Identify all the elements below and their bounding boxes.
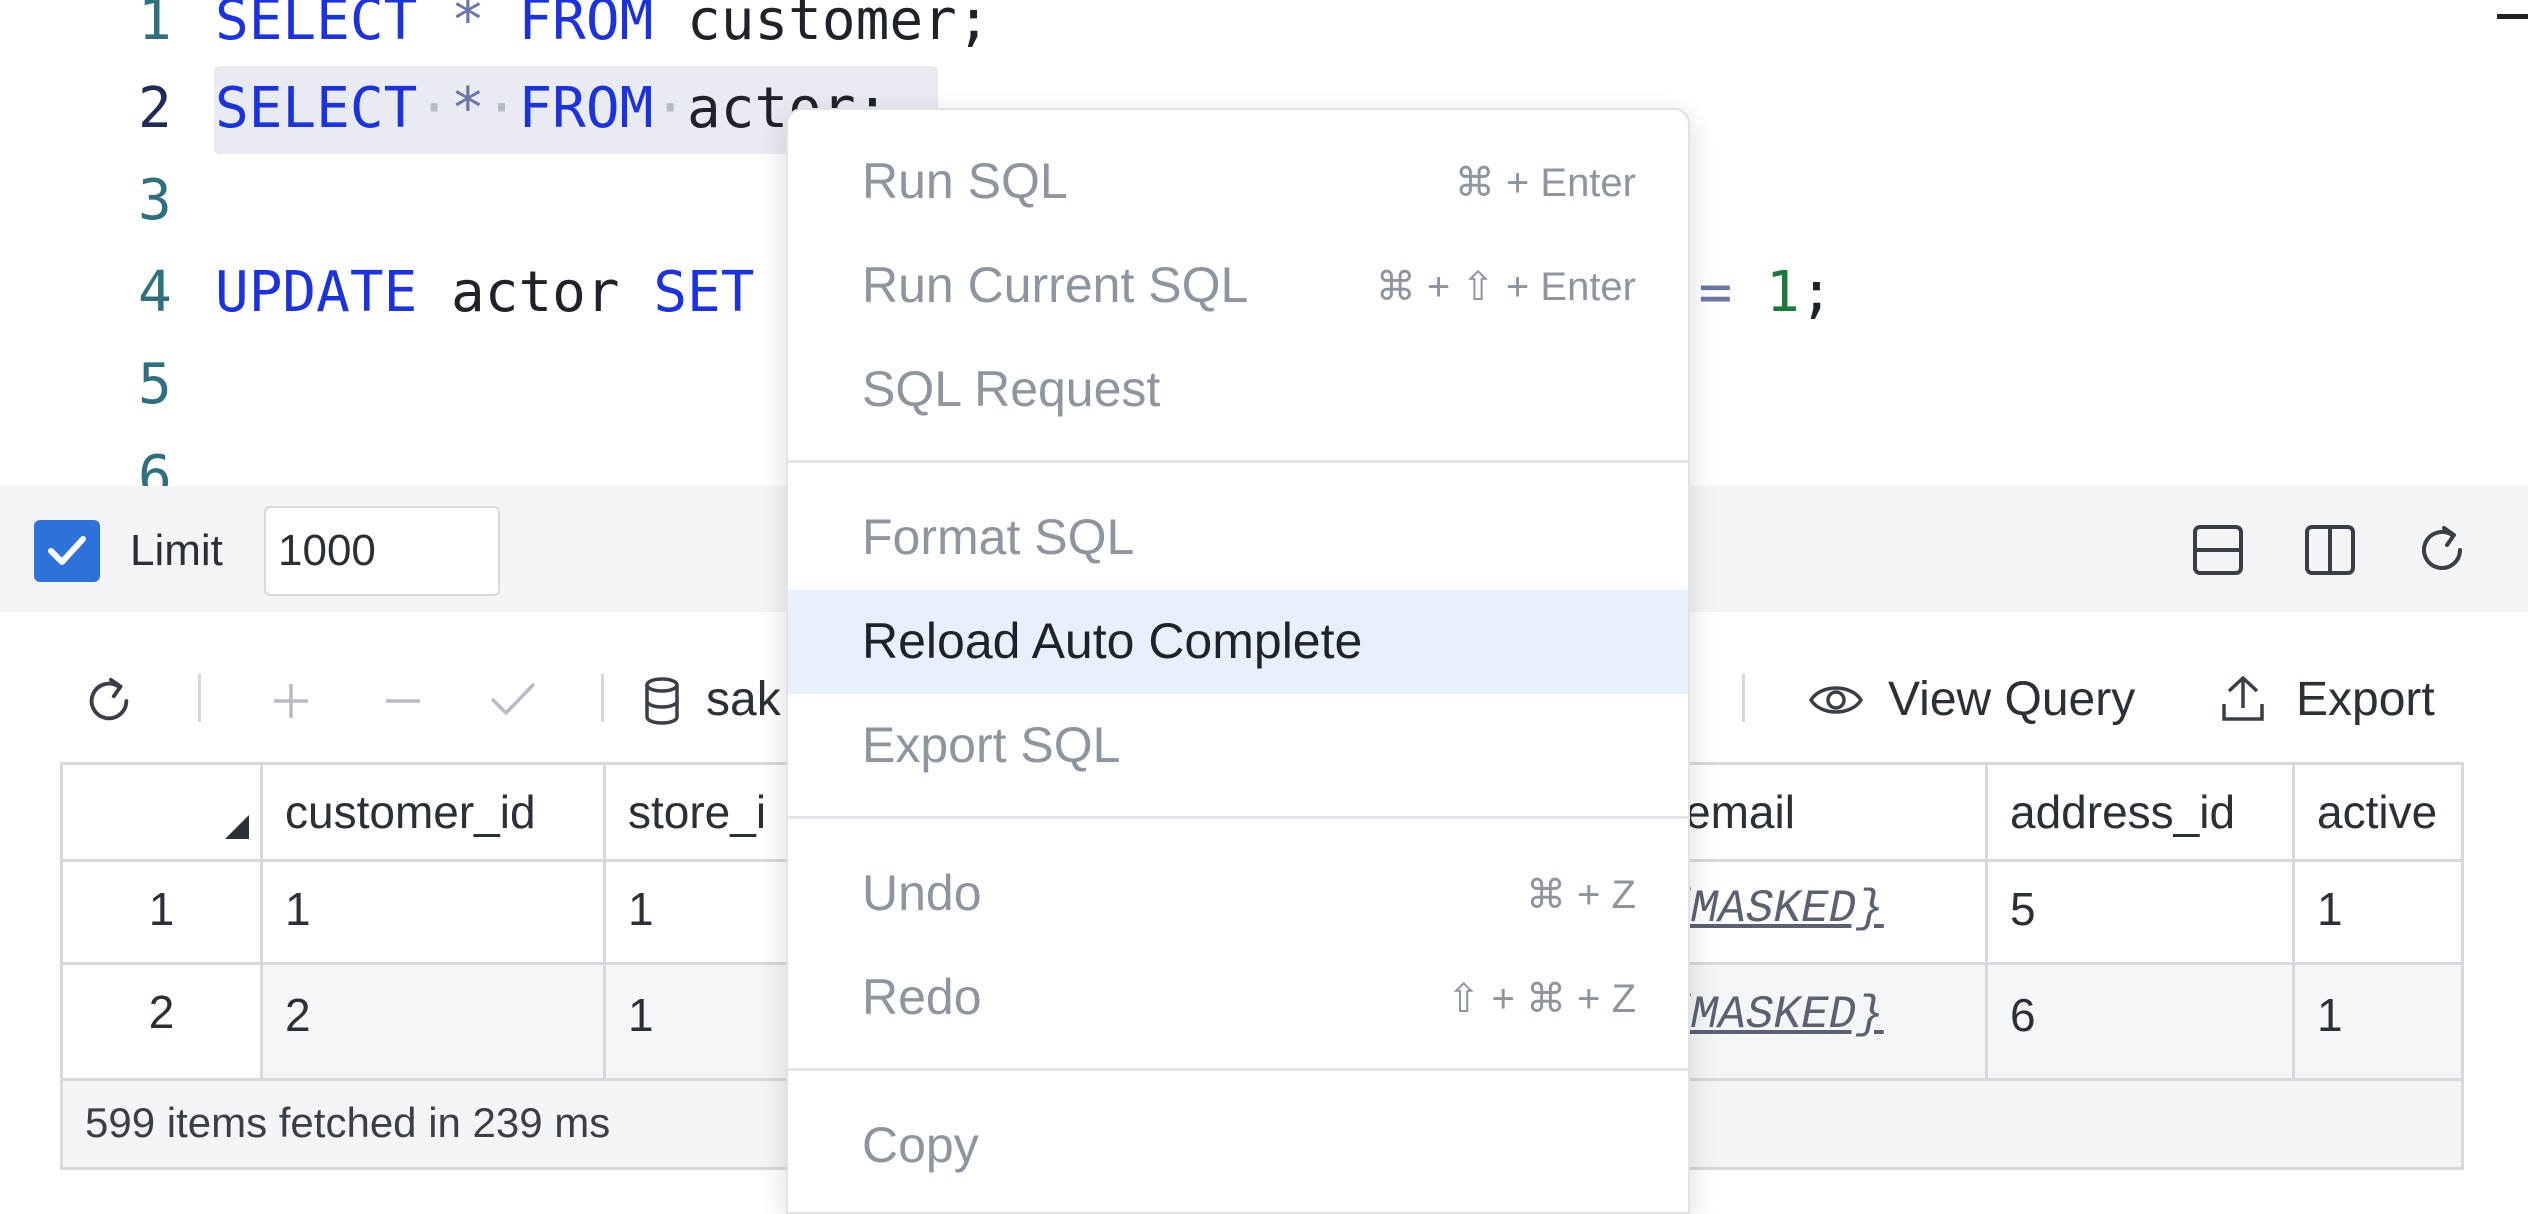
sort-corner-icon	[225, 815, 249, 839]
menu-divider	[788, 460, 1688, 463]
table-cell[interactable]: 2	[263, 965, 606, 1081]
menu-item-format-sql[interactable]: Format SQL	[788, 486, 1688, 590]
menu-item-label: SQL Request	[862, 360, 1160, 418]
code-token: ·	[485, 76, 519, 141]
context-menu: Run SQL ⌘ + Enter Run Current SQL ⌘ + ⇧ …	[786, 108, 1690, 1214]
limit-checkbox[interactable]	[34, 520, 100, 582]
menu-item-export-sql[interactable]: Export SQL	[788, 694, 1688, 798]
masked-cell[interactable]: {MASKED}	[1663, 862, 1988, 965]
code-token: ·	[653, 76, 687, 141]
reload-results-icon[interactable]	[82, 674, 136, 728]
menu-item-label: Run SQL	[862, 152, 1068, 210]
database-icon	[642, 676, 682, 726]
table-cell[interactable]: 1	[2295, 965, 2461, 1081]
toolbar-divider	[1742, 674, 1745, 722]
toolbar-divider	[198, 674, 201, 722]
code-token: ;	[1800, 260, 1834, 325]
code-line-1[interactable]: 1 SELECT * FROM customer;	[0, 0, 2440, 66]
table-cell[interactable]: 1	[2295, 862, 2461, 965]
check-icon	[47, 533, 87, 569]
export-icon	[2220, 674, 2266, 724]
code-token	[417, 0, 451, 53]
menu-item-shortcut: ⌘ + Enter	[1455, 160, 1636, 206]
menu-divider	[788, 1068, 1688, 1071]
menu-item-label: Reload Auto Complete	[862, 612, 1362, 670]
eye-icon	[1808, 678, 1864, 722]
code-token	[485, 0, 519, 53]
code-token: actor	[417, 260, 653, 325]
code-token	[1732, 260, 1766, 325]
table-cell[interactable]: 1	[263, 862, 606, 965]
menu-item-label: Export SQL	[862, 716, 1120, 774]
menu-item-label: Run Current SQL	[862, 256, 1248, 314]
code-token: 1	[1766, 260, 1800, 325]
menu-item-copy[interactable]: Copy	[788, 1094, 1688, 1198]
code-token: *	[451, 76, 485, 141]
code-token: SELECT	[215, 0, 417, 53]
code-token: customer;	[653, 0, 990, 53]
masked-cell[interactable]: {MASKED}	[1663, 965, 1988, 1081]
menu-item-undo[interactable]: Undo ⌘ + Z	[788, 842, 1688, 946]
code-token: FROM	[518, 76, 653, 141]
toolbar-divider	[601, 674, 604, 722]
menu-item-label: Format SQL	[862, 508, 1134, 566]
refresh-icon[interactable]	[2414, 522, 2470, 578]
view-query-button[interactable]: View Query	[1888, 672, 2135, 727]
code-token: =	[1699, 260, 1733, 325]
menu-item-run-sql[interactable]: Run SQL ⌘ + Enter	[788, 130, 1688, 234]
code-token: ·	[417, 76, 451, 141]
line-number: 1	[138, 0, 172, 66]
menu-item-redo[interactable]: Redo ⇧ + ⌘ + Z	[788, 946, 1688, 1050]
line-number: 3	[138, 156, 172, 246]
fetch-status: 599 items fetched in 239 ms	[85, 1099, 610, 1147]
limit-input[interactable]	[264, 506, 500, 596]
limit-label: Limit	[130, 526, 223, 576]
menu-item-sql-request[interactable]: SQL Request	[788, 338, 1688, 442]
split-vertical-icon[interactable]	[2302, 522, 2358, 578]
column-header[interactable]: email	[1663, 765, 1988, 862]
code-token: *	[451, 0, 485, 53]
menu-item-reload-auto-complete[interactable]: Reload Auto Complete	[788, 590, 1688, 694]
column-header[interactable]: address_id	[1988, 765, 2295, 862]
add-row-icon[interactable]	[268, 678, 314, 724]
menu-item-run-current-sql[interactable]: Run Current SQL ⌘ + ⇧ + Enter	[788, 234, 1688, 338]
column-header[interactable]: active	[2295, 765, 2461, 862]
menu-item-shortcut: ⇧ + ⌘ + Z	[1447, 976, 1636, 1022]
row-number[interactable]: 1	[63, 862, 263, 965]
row-number[interactable]: 2	[63, 965, 263, 1081]
table-cell[interactable]: 5	[1988, 862, 2295, 965]
column-header[interactable]: customer_id	[263, 765, 606, 862]
code-token: UPDATE	[215, 260, 417, 325]
menu-item-shortcut: ⌘ + ⇧ + Enter	[1376, 264, 1636, 310]
delete-row-icon[interactable]	[380, 678, 426, 724]
datasource-label[interactable]: sak	[706, 672, 781, 727]
code-token: SELECT	[215, 76, 417, 141]
line-number: 4	[138, 248, 172, 338]
scrollbar-marker[interactable]	[2497, 14, 2528, 19]
line-number: 6	[138, 432, 172, 486]
commit-icon[interactable]	[488, 676, 538, 722]
line-number: 5	[138, 340, 172, 430]
corner-header[interactable]	[63, 765, 263, 862]
menu-item-shortcut: ⌘ + Z	[1526, 872, 1636, 918]
code-token: FROM	[518, 0, 653, 53]
code-text: SELECT * FROM customer;	[215, 0, 990, 66]
table-cell[interactable]: 6	[1988, 965, 2295, 1081]
split-horizontal-icon[interactable]	[2190, 522, 2246, 578]
line-number: 2	[138, 64, 172, 154]
menu-divider	[788, 816, 1688, 819]
menu-item-label: Undo	[862, 864, 982, 922]
menu-item-label: Copy	[862, 1116, 979, 1174]
code-token: SET	[653, 260, 754, 325]
menu-item-label: Redo	[862, 968, 982, 1026]
export-button[interactable]: Export	[2296, 672, 2435, 727]
